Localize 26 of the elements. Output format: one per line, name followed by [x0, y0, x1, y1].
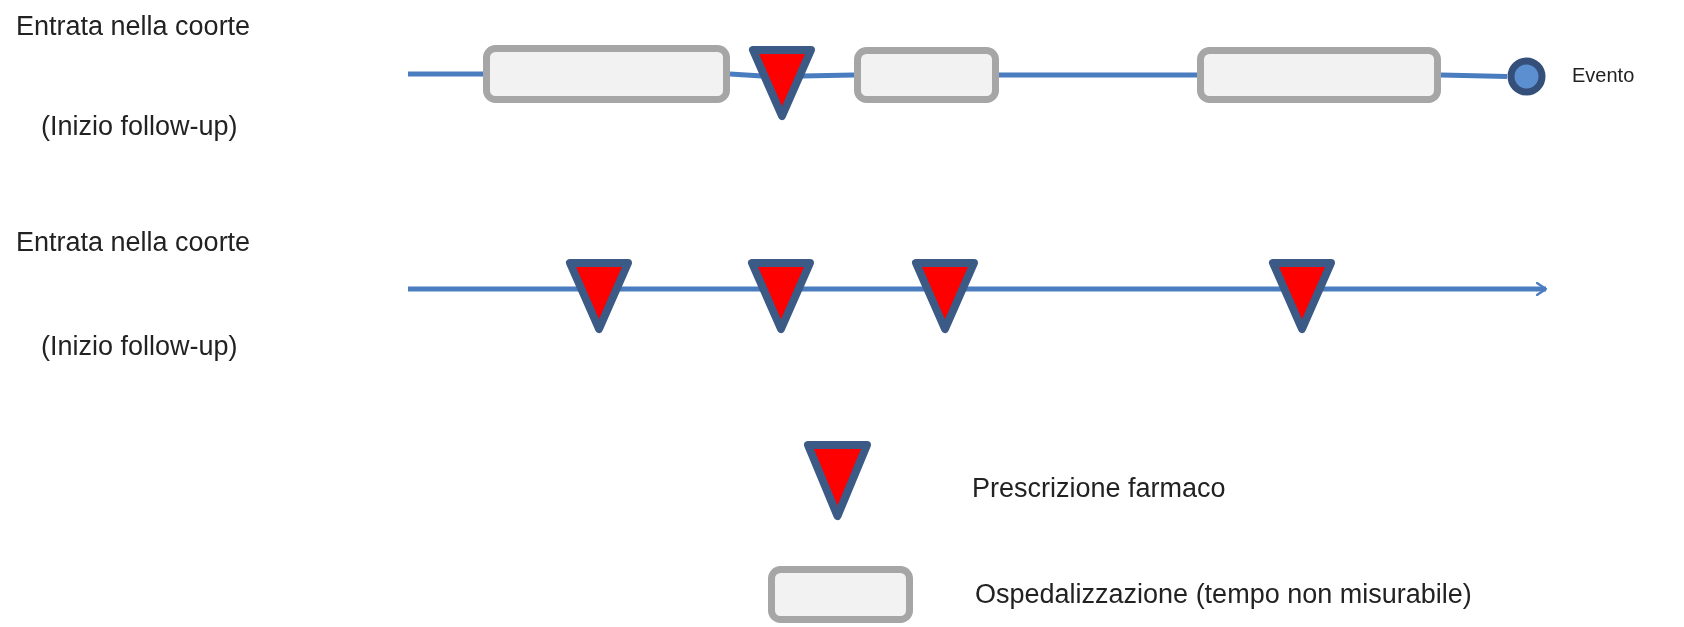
timeline-label: Entrata nella coorte — [16, 226, 251, 258]
prescription-triangle — [748, 45, 816, 121]
timeline-line — [999, 72, 1197, 78]
timeline-line — [801, 72, 855, 79]
prescription-triangle — [911, 258, 979, 334]
timeline-line — [619, 286, 761, 292]
timeline-line — [408, 71, 483, 77]
timeline-line — [729, 71, 763, 79]
event-label: Evento — [1572, 63, 1635, 88]
legend-label: Prescrizione farmaco — [972, 472, 1226, 504]
timeline-arrow — [1322, 281, 1548, 297]
timeline-line — [965, 286, 1282, 292]
prescription-triangle — [1268, 258, 1336, 334]
hospitalization-box — [854, 47, 999, 103]
legend-label: Ospedalizzazione (tempo non misurabile) — [975, 578, 1472, 610]
prescription-triangle — [747, 258, 815, 334]
timeline-label: (Inizio follow-up) — [41, 330, 238, 362]
timeline-label: Entrata nella coorte — [16, 10, 251, 42]
prescription-triangle — [565, 258, 633, 334]
timeline-line — [801, 286, 925, 292]
hospitalization-box — [1197, 47, 1441, 103]
timeline-line — [408, 286, 579, 292]
hospitalization-box — [483, 45, 730, 103]
timeline-line — [1440, 72, 1508, 79]
timeline-label: (Inizio follow-up) — [41, 110, 238, 142]
event-circle — [1507, 57, 1546, 96]
